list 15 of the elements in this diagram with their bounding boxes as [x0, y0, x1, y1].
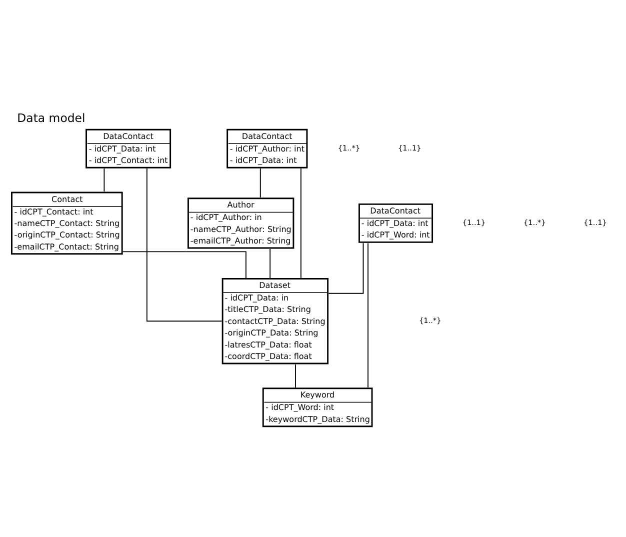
- connector: [104, 168, 105, 192]
- connector: [122, 251, 246, 278]
- label: {1..1}: [398, 143, 422, 152]
- connector: [260, 168, 261, 198]
- connector: [300, 168, 302, 278]
- label: {1..*}: [338, 143, 360, 152]
- connector: [294, 364, 296, 388]
- connector: [270, 248, 271, 278]
- label: {1..1}: [584, 218, 607, 228]
- label: {1..1}: [462, 218, 486, 228]
- diagram-title: Data model: [17, 111, 86, 126]
- connector: [146, 168, 222, 322]
- label: {1..*}: [523, 218, 546, 228]
- connector: [328, 242, 364, 294]
- label: {1..*}: [418, 316, 442, 325]
